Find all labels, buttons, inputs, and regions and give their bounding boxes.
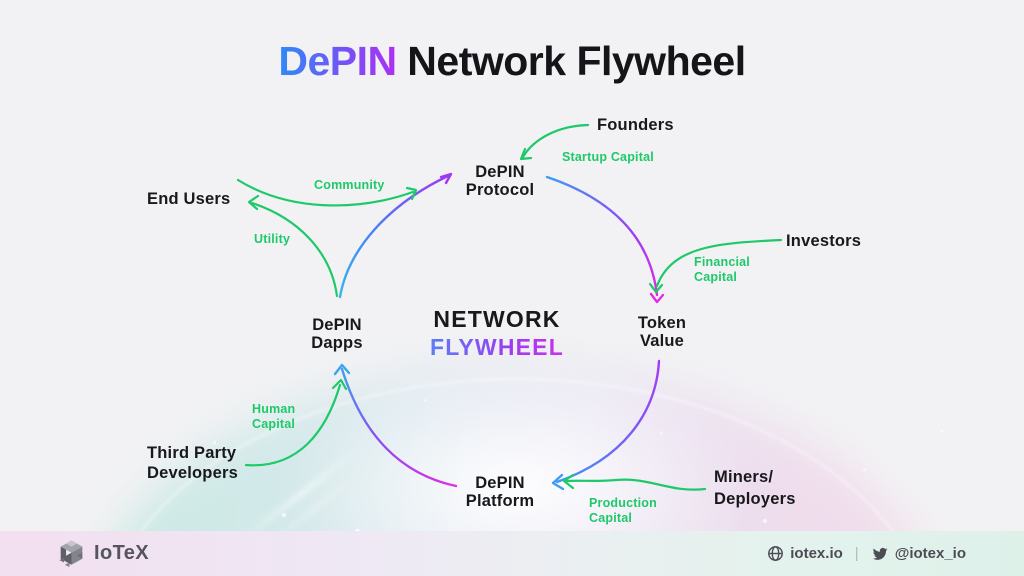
arrowhead-developers-to-dapps xyxy=(331,378,348,391)
footer-divider: | xyxy=(854,545,859,562)
twitter-bird-icon xyxy=(871,545,889,563)
flow-financial-capital: Financial Capital xyxy=(694,255,750,284)
iotex-brand-text: IoTeX xyxy=(94,542,149,564)
arrowhead-dapps-to-protocol xyxy=(439,172,453,185)
arrowhead-token-to-platform xyxy=(551,473,565,491)
website-text: iotex.io xyxy=(790,545,843,562)
twitter-handle-text: @iotex_io xyxy=(894,545,966,562)
arrowhead-dapps-to-endusers xyxy=(247,194,260,211)
arrow-endusers-to-protocol xyxy=(236,178,415,207)
particle-dot xyxy=(424,399,427,402)
center-label-network: NETWORK xyxy=(433,306,561,332)
arrowhead-platform-to-dapps xyxy=(333,363,351,376)
arrowhead-endusers-to-protocol xyxy=(405,186,418,201)
arrow-founders-to-protocol xyxy=(521,123,590,159)
flow-utility: Utility xyxy=(254,232,291,246)
node-depin-protocol: DePIN Protocol xyxy=(465,163,535,199)
particle-dot xyxy=(940,430,943,433)
node-token-value: Token Value xyxy=(637,314,687,350)
title-rest: Network Flywheel xyxy=(407,38,746,84)
node-depin-platform: DePIN Platform xyxy=(465,474,535,510)
flow-production-capital: Production Capital xyxy=(589,496,657,525)
actor-investors: Investors xyxy=(786,232,862,250)
iotex-brand: IoTeX xyxy=(58,539,149,569)
node-depin-dapps: DePIN Dapps xyxy=(311,316,363,352)
arrow-dapps-to-protocol xyxy=(338,173,452,299)
arrowhead-founders-to-protocol xyxy=(519,147,533,161)
center-label-flywheel: FLYWHEEL xyxy=(397,334,597,361)
footer-bar: IoTeX iotex.io | xyxy=(0,531,1024,576)
arrow-miners-to-platform xyxy=(565,478,707,491)
flow-human-capital: Human Capital xyxy=(252,402,296,431)
particle-dot xyxy=(282,513,286,517)
actor-third-party-developers: Third Party Developers xyxy=(147,444,238,482)
arrowhead-investors-to-token xyxy=(648,282,664,294)
iotex-cube-logo-icon xyxy=(58,539,85,569)
arrowhead-miners-to-platform xyxy=(562,473,575,490)
particle-dot xyxy=(763,519,767,523)
particle-dot xyxy=(213,441,216,444)
actor-end-users: End Users xyxy=(147,190,231,208)
actor-miners-deployers: Miners/ Deployers xyxy=(714,468,796,508)
twitter-handle-link[interactable]: @iotex_io xyxy=(871,545,966,563)
arrow-investors-to-token xyxy=(655,238,783,288)
arrow-platform-to-dapps xyxy=(340,367,458,488)
arrow-dapps-to-endusers xyxy=(250,201,339,298)
arrowhead-protocol-to-token xyxy=(649,292,665,304)
particle-dot xyxy=(660,432,663,435)
flow-startup-capital: Startup Capital xyxy=(562,150,654,164)
flow-community: Community xyxy=(314,178,385,192)
footer-links: iotex.io | @iotex_io xyxy=(767,545,966,563)
website-link[interactable]: iotex.io xyxy=(767,545,843,562)
arrow-protocol-to-token xyxy=(545,175,659,297)
actor-founders: Founders xyxy=(597,116,674,134)
globe-icon xyxy=(767,545,784,562)
arrow-token-to-platform xyxy=(555,359,661,484)
arrow-developers-to-dapps xyxy=(244,383,342,467)
title-highlight: DePIN xyxy=(278,38,397,84)
particle-dot xyxy=(863,468,866,471)
